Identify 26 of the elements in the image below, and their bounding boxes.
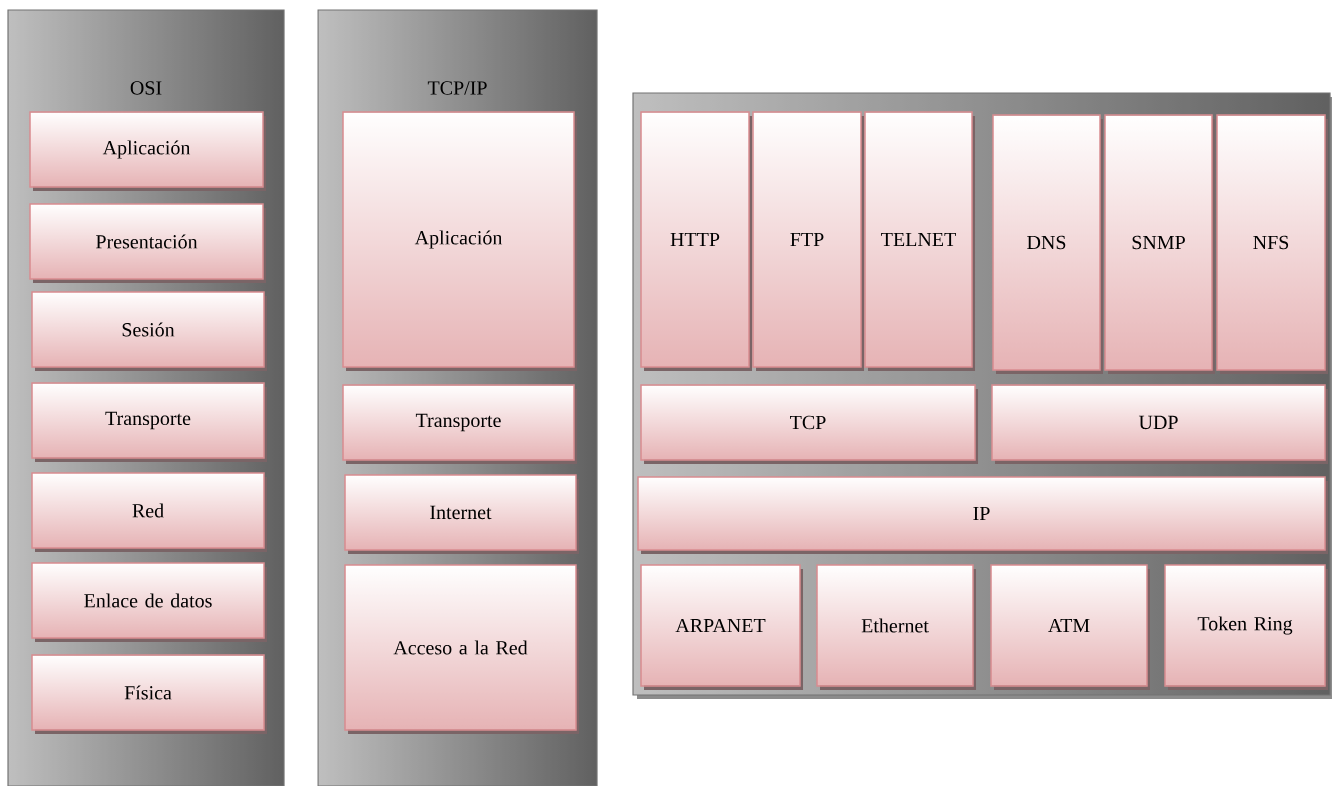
layer-box: Internet: [344, 474, 579, 554]
panel-title: OSI: [130, 81, 162, 95]
layer-box: Aplicación: [29, 111, 266, 191]
layer-box: UDP: [991, 384, 1328, 464]
layer-box: Aplicación: [342, 111, 577, 371]
layer-box: DNS: [992, 114, 1103, 374]
layer-box: Sesión: [31, 291, 267, 371]
layer-box: Presentación: [29, 203, 266, 283]
layer-box: Acceso a la Red: [344, 564, 579, 734]
layer-box: HTTP: [640, 111, 752, 371]
layer-box: Transporte: [342, 384, 577, 464]
layer-box: Red: [31, 472, 267, 552]
layer-box: Ethernet: [816, 564, 976, 690]
layer-box: Física: [31, 654, 267, 734]
panel-title: TCP/IP: [427, 81, 487, 95]
layer-box: SNMP: [1104, 114, 1215, 374]
layer-box: FTP: [752, 111, 864, 371]
layer-box: TELNET: [864, 111, 975, 371]
layer-box: NFS: [1216, 114, 1328, 374]
layer-box: Transporte: [31, 382, 267, 462]
layer-box: Enlace de datos: [31, 562, 267, 642]
layer-box: IP: [637, 476, 1328, 554]
layer-box: Token Ring: [1164, 564, 1328, 690]
layer-box: ATM: [990, 564, 1150, 690]
layer-box: ARPANET: [640, 564, 803, 690]
layer-box: TCP: [640, 384, 978, 464]
